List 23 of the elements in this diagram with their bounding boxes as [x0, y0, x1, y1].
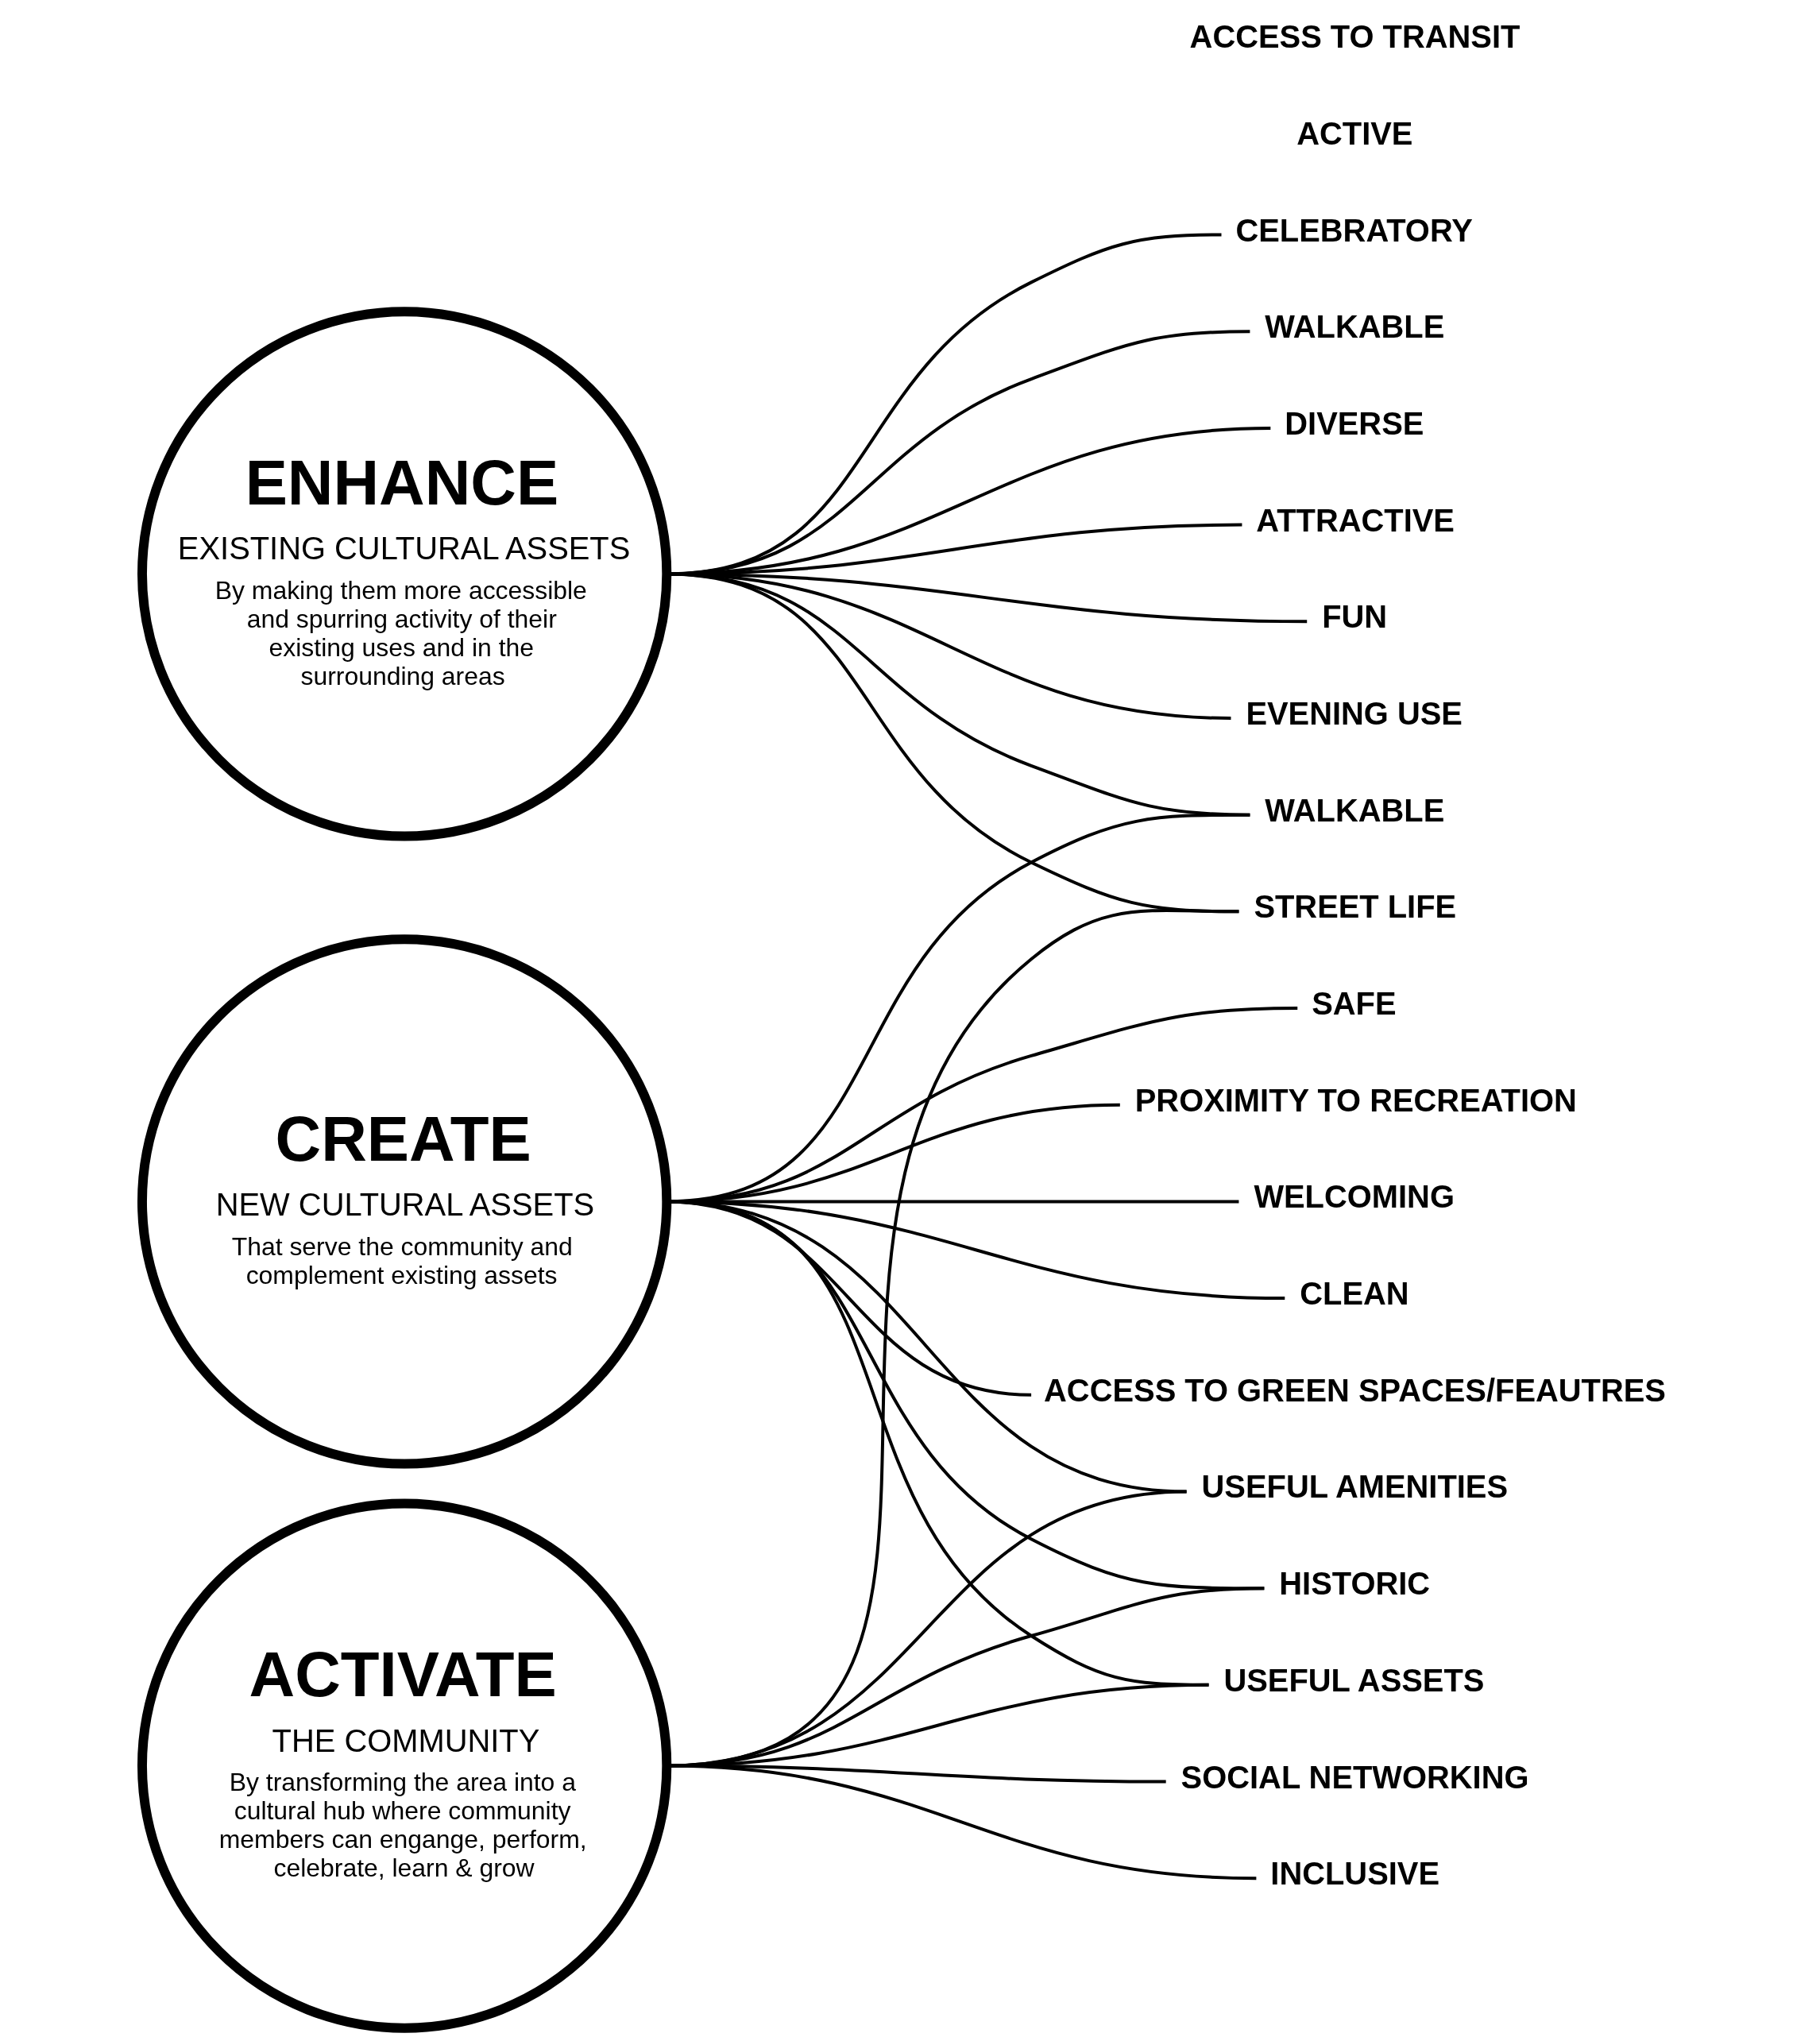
node-text: EVENING USE — [1246, 695, 1463, 731]
node-circle: CREATE NEW CULTURAL ASSETS That serve the community and complement existing assets — [137, 934, 672, 1469]
node-text: USEFUL ASSETS — [1223, 1662, 1485, 1698]
node-circle: ENHANCE EXISTING CULTURAL ASSETS By making them more accessible and spurring activity of their existing uses and in the surrounding areas — [137, 307, 672, 841]
node-text: INCLUSIVE — [1270, 1856, 1440, 1892]
node-text: USEFUL AMENITIES — [1201, 1469, 1509, 1505]
node-text: PROXIMITY TO RECREATION — [1134, 1082, 1577, 1118]
node-text: SAFE — [1312, 986, 1397, 1022]
node-text: WELCOMING — [1254, 1179, 1455, 1215]
node-text: STREET LIFE — [1254, 889, 1457, 925]
node-text: CLEAN — [1300, 1276, 1409, 1312]
node-text: FUN — [1322, 599, 1388, 635]
node-text: ACCESS TO TRANSIT — [1189, 19, 1521, 55]
node-text: CELEBRATORY — [1235, 212, 1473, 248]
node-circle: ACTIVATE THE COMMUNITY By transforming the area into a cultural hub where community members can engange, perform, celebrate, learn & grow — [137, 1498, 672, 2033]
node-text: HISTORIC — [1279, 1566, 1431, 1602]
node-text: ACTIVE — [1296, 115, 1413, 151]
node-text: WALKABLE — [1265, 792, 1445, 828]
node-text: DIVERSE — [1285, 405, 1424, 441]
node-text: SOCIAL NETWORKING — [1180, 1759, 1529, 1795]
node-text: ACCESS TO GREEN SPACES/FEAUTRES — [1044, 1372, 1666, 1408]
node-text: WALKABLE — [1265, 309, 1445, 345]
node-text: ATTRACTIVE — [1256, 502, 1455, 538]
